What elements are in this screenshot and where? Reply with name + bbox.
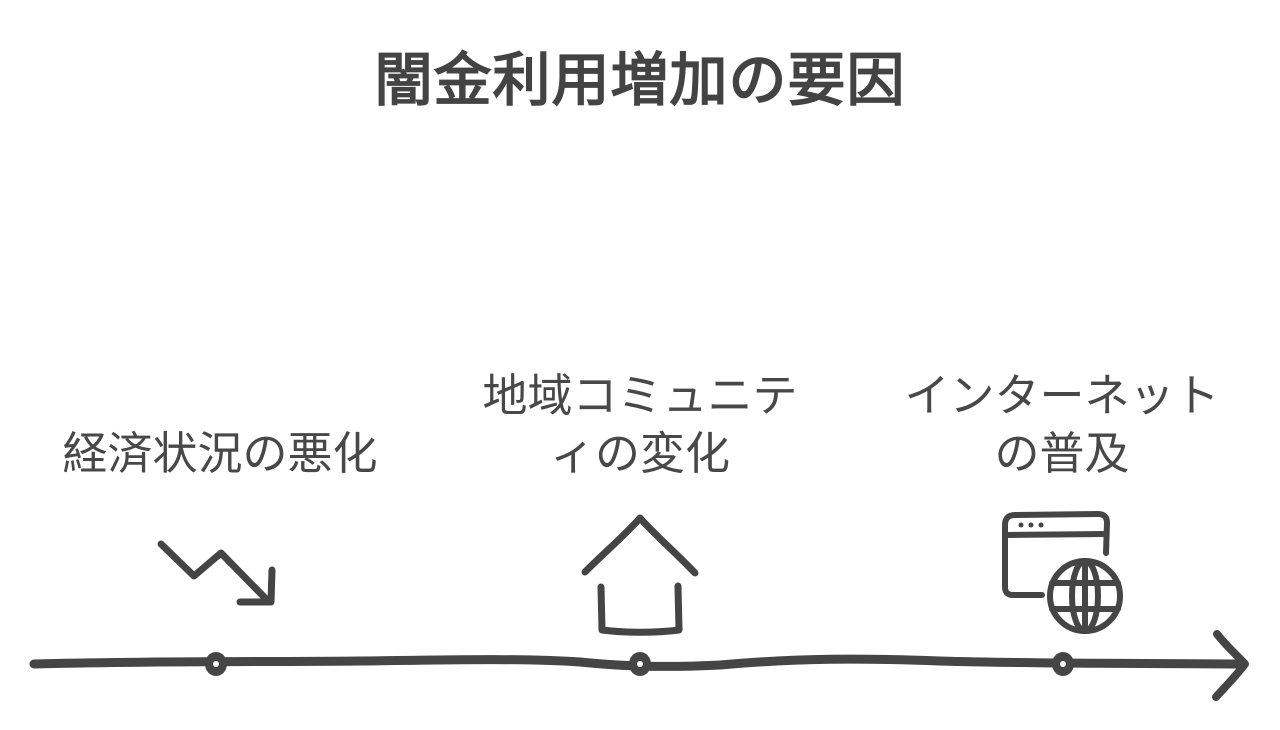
milestone-dot-community-change [629,652,651,676]
milestone-dot-economic-decline [205,652,227,676]
timeline-arrow-head-icon [1212,630,1249,701]
milestone-label-community-change: 地域コミュニテ ィの変化 [482,369,798,480]
trend-down-arrow-icon [157,540,276,606]
diagram-title: 闇金利用増加の要因 [374,46,906,114]
milestone-label-internet-spread: インターネット の普及 [904,369,1220,480]
milestone-dot-internet-spread [1052,652,1074,676]
browser-globe-icon [1002,511,1123,634]
milestone-label-economic-decline: 経済状況の悪化 [62,427,378,480]
house-icon [581,514,699,636]
